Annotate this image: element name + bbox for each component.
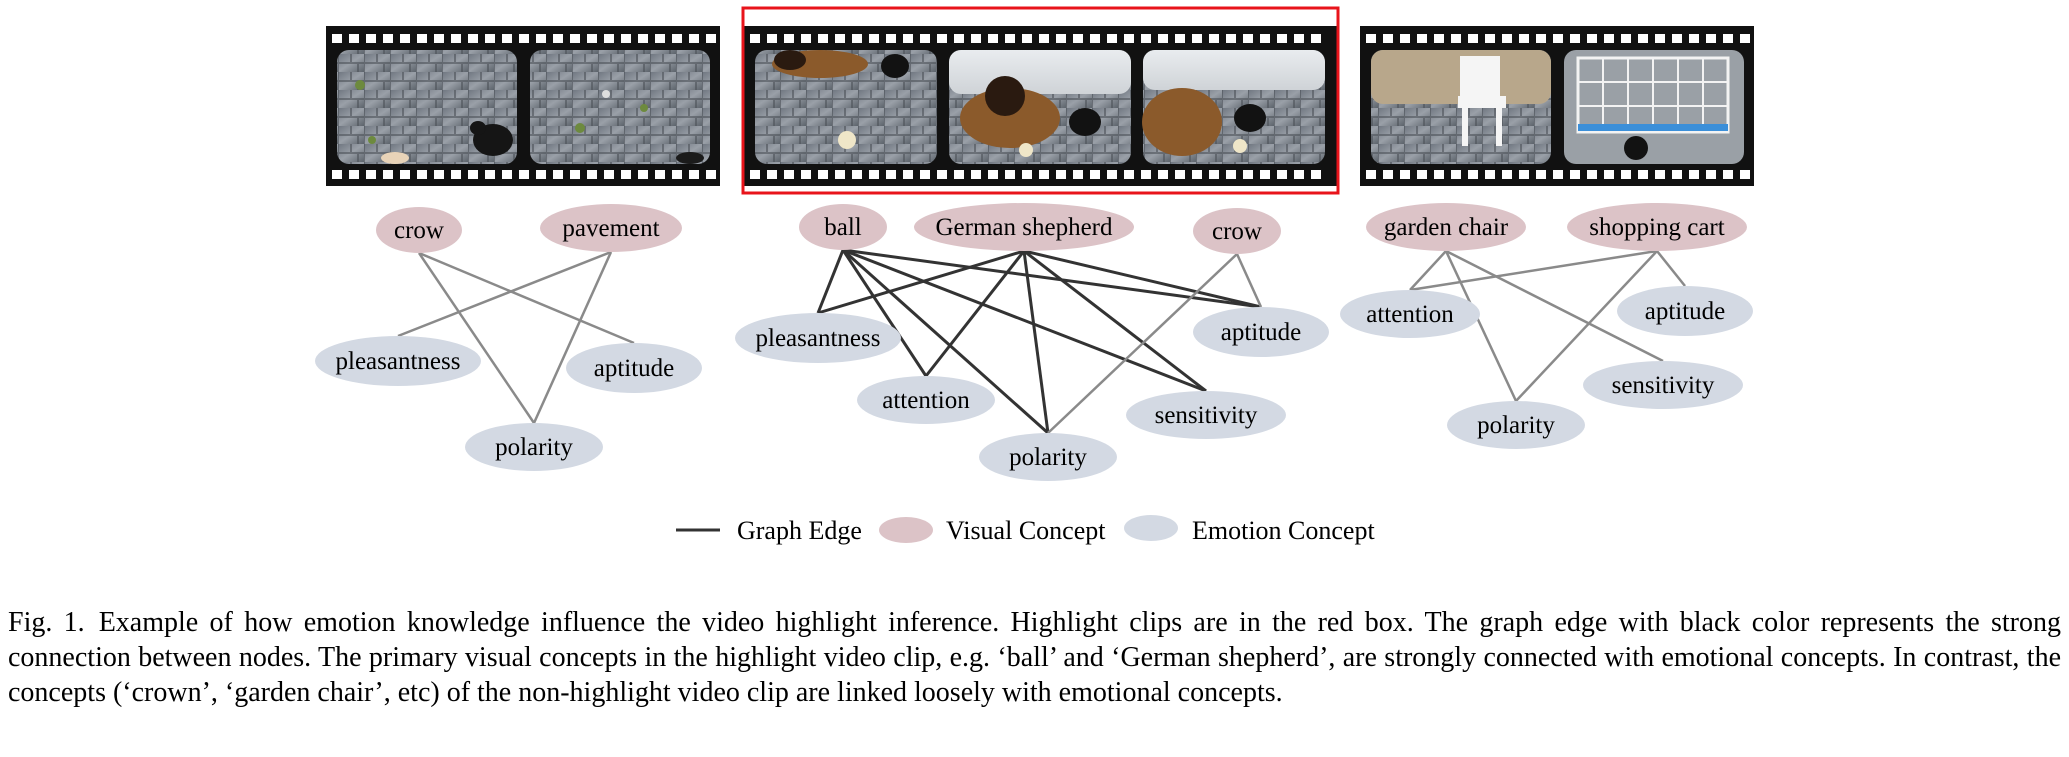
node-sensitivity: sensitivity bbox=[1126, 391, 1286, 439]
frame-garden-chair bbox=[1371, 50, 1551, 164]
node-label: attention bbox=[882, 387, 970, 414]
node-aptitude: aptitude bbox=[566, 343, 702, 393]
node-aptitude: aptitude bbox=[1617, 286, 1753, 336]
graph-edge bbox=[1023, 249, 1207, 393]
node-crow: crow bbox=[376, 207, 462, 253]
graph-edge bbox=[1445, 249, 1664, 363]
graph-clip-2: ball German shepherd crow pleasantness a… bbox=[735, 203, 1329, 481]
node-aptitude: aptitude bbox=[1193, 307, 1329, 357]
graph-edge bbox=[1023, 249, 1262, 309]
graph-edge bbox=[842, 248, 1207, 393]
graph-edge bbox=[1444, 250, 1518, 402]
node-label: crow bbox=[394, 217, 444, 244]
graph-edge bbox=[1656, 250, 1686, 287]
node-label: aptitude bbox=[594, 355, 675, 382]
legend-edge-label: Graph Edge bbox=[737, 516, 862, 545]
node-label: German shepherd bbox=[935, 214, 1113, 241]
node-ball: ball bbox=[799, 204, 887, 250]
legend-visual-swatch bbox=[879, 517, 933, 543]
frame-pavement-crow bbox=[337, 50, 517, 164]
legend-visual-label: Visual Concept bbox=[946, 516, 1106, 545]
node-attention: attention bbox=[857, 376, 995, 424]
caption-text: Example of how emotion knowledge influen… bbox=[8, 607, 2061, 708]
node-label: pavement bbox=[562, 215, 659, 242]
node-label: polarity bbox=[1009, 444, 1087, 471]
node-label: polarity bbox=[1477, 412, 1555, 439]
node-attention: attention bbox=[1340, 290, 1480, 338]
graph-edge bbox=[842, 248, 1049, 435]
figure-caption: Fig. 1.Example of how emotion knowledge … bbox=[8, 605, 2061, 710]
graph-edge bbox=[1515, 250, 1658, 402]
legend: Graph Edge Visual Concept Emotion Concep… bbox=[676, 515, 1375, 545]
node-label: attention bbox=[1366, 301, 1454, 328]
graph-clip-1: crow pavement pleasantness aptitude pola… bbox=[315, 204, 702, 471]
graph-edge bbox=[418, 251, 635, 345]
node-label: aptitude bbox=[1645, 298, 1726, 325]
graph-edge bbox=[1022, 250, 1050, 434]
node-polarity: polarity bbox=[979, 433, 1117, 481]
film-strip-clip-2 bbox=[744, 26, 1338, 186]
node-garden-chair: garden chair bbox=[1366, 203, 1526, 251]
frame-dog-crow-2 bbox=[949, 50, 1131, 164]
graph-edge bbox=[924, 250, 1026, 377]
node-crow: crow bbox=[1193, 208, 1281, 254]
node-label: pleasantness bbox=[336, 348, 461, 375]
film-strip-clip-3 bbox=[1360, 26, 1754, 186]
frame-shopping-cart bbox=[1564, 50, 1744, 164]
node-label: sensitivity bbox=[1155, 402, 1258, 429]
graph-clip-3: garden chair shopping cart attention apt… bbox=[1340, 203, 1753, 449]
node-label: ball bbox=[824, 214, 862, 241]
graph-edge bbox=[532, 251, 613, 424]
graph-edge bbox=[841, 249, 928, 377]
node-shopping-cart: shopping cart bbox=[1567, 203, 1747, 251]
node-label: sensitivity bbox=[1612, 372, 1715, 399]
node-label: shopping cart bbox=[1589, 214, 1724, 241]
node-polarity: polarity bbox=[1447, 401, 1585, 449]
graph-edge bbox=[816, 249, 845, 314]
node-label: polarity bbox=[495, 434, 573, 461]
node-label: crow bbox=[1212, 218, 1262, 245]
node-pleasantness: pleasantness bbox=[735, 313, 901, 363]
frame-dog-crow-1 bbox=[755, 50, 937, 164]
caption-label: Fig. 1. bbox=[8, 607, 85, 638]
graph-edge bbox=[1409, 249, 1658, 292]
legend-emotion-label: Emotion Concept bbox=[1192, 516, 1375, 545]
graph-edge bbox=[1047, 253, 1238, 434]
node-label: pleasantness bbox=[756, 325, 881, 352]
frame-dog-crow-3 bbox=[1142, 50, 1325, 164]
graph-edges bbox=[397, 248, 1686, 435]
node-label: garden chair bbox=[1384, 214, 1509, 241]
node-pavement: pavement bbox=[540, 204, 682, 252]
graph-edge bbox=[817, 249, 1025, 315]
graph-edge bbox=[1235, 253, 1263, 308]
graph-edge bbox=[1409, 250, 1447, 291]
highlight-box bbox=[741, 6, 1340, 195]
figure-1: crow pavement pleasantness aptitude pola… bbox=[315, 6, 1754, 545]
frame-pavement bbox=[530, 50, 710, 164]
node-german-shepherd: German shepherd bbox=[914, 203, 1134, 251]
node-pleasantness: pleasantness bbox=[315, 336, 481, 386]
graph-edge bbox=[397, 250, 612, 338]
legend-emotion-swatch bbox=[1124, 515, 1178, 541]
node-sensitivity: sensitivity bbox=[1583, 361, 1743, 409]
node-label: aptitude bbox=[1221, 319, 1302, 346]
graph-edge bbox=[417, 252, 536, 424]
film-strip-clip-1 bbox=[326, 26, 720, 186]
node-polarity: polarity bbox=[465, 423, 603, 471]
